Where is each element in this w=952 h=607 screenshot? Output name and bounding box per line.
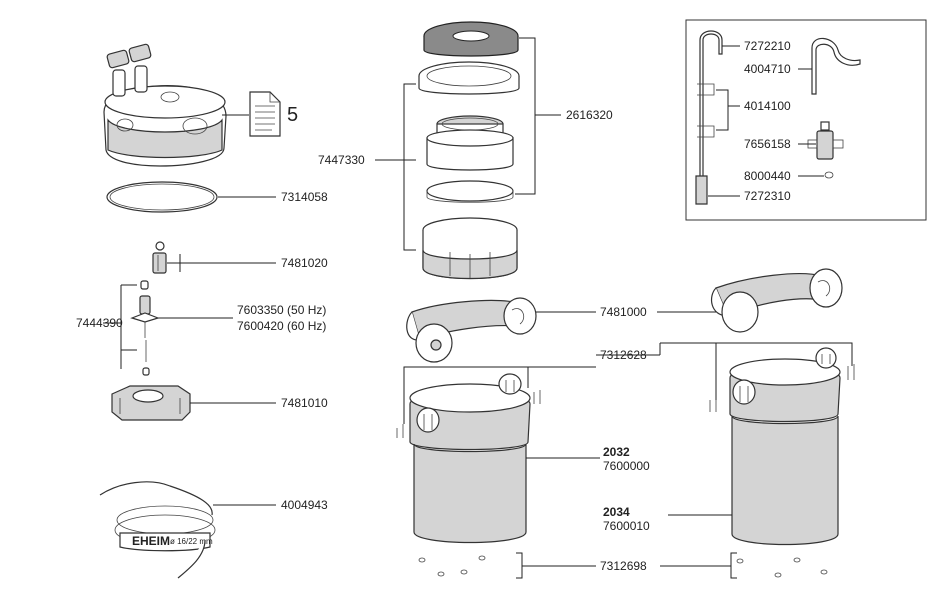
clamp-2032 xyxy=(406,297,537,363)
label-4014100: 4014100 xyxy=(744,99,791,113)
model-2032: 2032 xyxy=(603,445,630,459)
filter-basket xyxy=(422,217,518,280)
document-icon xyxy=(249,91,281,137)
filter-basket-insert xyxy=(426,115,514,171)
label-7312628: 7312628 xyxy=(600,348,647,362)
label-7312698: 7312698 xyxy=(600,559,647,573)
filter-pad-white xyxy=(426,180,514,203)
label-7603350: 7603350 (50 Hz) xyxy=(237,303,326,317)
clamp-2034 xyxy=(710,268,843,333)
label-7600010: 7600010 xyxy=(603,519,650,533)
filter-basket-lid xyxy=(418,61,520,95)
impeller xyxy=(130,280,160,376)
doc-icon-number: 5 xyxy=(287,104,298,126)
hose-brand: EHEIM xyxy=(132,534,170,548)
label-8000440: 8000440 xyxy=(744,169,791,183)
label-7481000: 7481000 xyxy=(600,305,647,319)
intake-pipe xyxy=(695,30,723,205)
canister-2034 xyxy=(709,347,855,546)
impeller-cover xyxy=(152,241,167,274)
label-7600420: 7600420 (60 Hz) xyxy=(237,319,326,333)
hose-size: ø 16/22 mm xyxy=(170,537,213,546)
label-7447330: 7447330 xyxy=(318,153,365,167)
canister-feet xyxy=(418,555,828,578)
canister-2032 xyxy=(396,373,541,544)
label-7481020: 7481020 xyxy=(281,256,328,270)
label-2616320: 2616320 xyxy=(566,108,613,122)
label-7444390: 7444390 xyxy=(76,316,123,330)
label-7600000: 7600000 xyxy=(603,459,650,473)
pump-head xyxy=(103,43,227,167)
model-2034: 2034 xyxy=(603,505,630,519)
label-7272310: 7272310 xyxy=(744,189,791,203)
label-4004710: 4004710 xyxy=(744,62,791,76)
label-7272210: 7272210 xyxy=(744,39,791,53)
label-7314058: 7314058 xyxy=(281,190,328,204)
double-tap xyxy=(807,121,844,179)
label-7481010: 7481010 xyxy=(281,396,328,410)
filter-pad-ring xyxy=(423,21,519,57)
accessories-box xyxy=(685,19,927,221)
motor-holder xyxy=(111,385,191,421)
hose-coil xyxy=(99,481,216,579)
label-4004943: 4004943 xyxy=(281,498,328,512)
label-7656158: 7656158 xyxy=(744,137,791,151)
outlet-pipe xyxy=(811,37,861,95)
o-ring xyxy=(106,181,218,213)
